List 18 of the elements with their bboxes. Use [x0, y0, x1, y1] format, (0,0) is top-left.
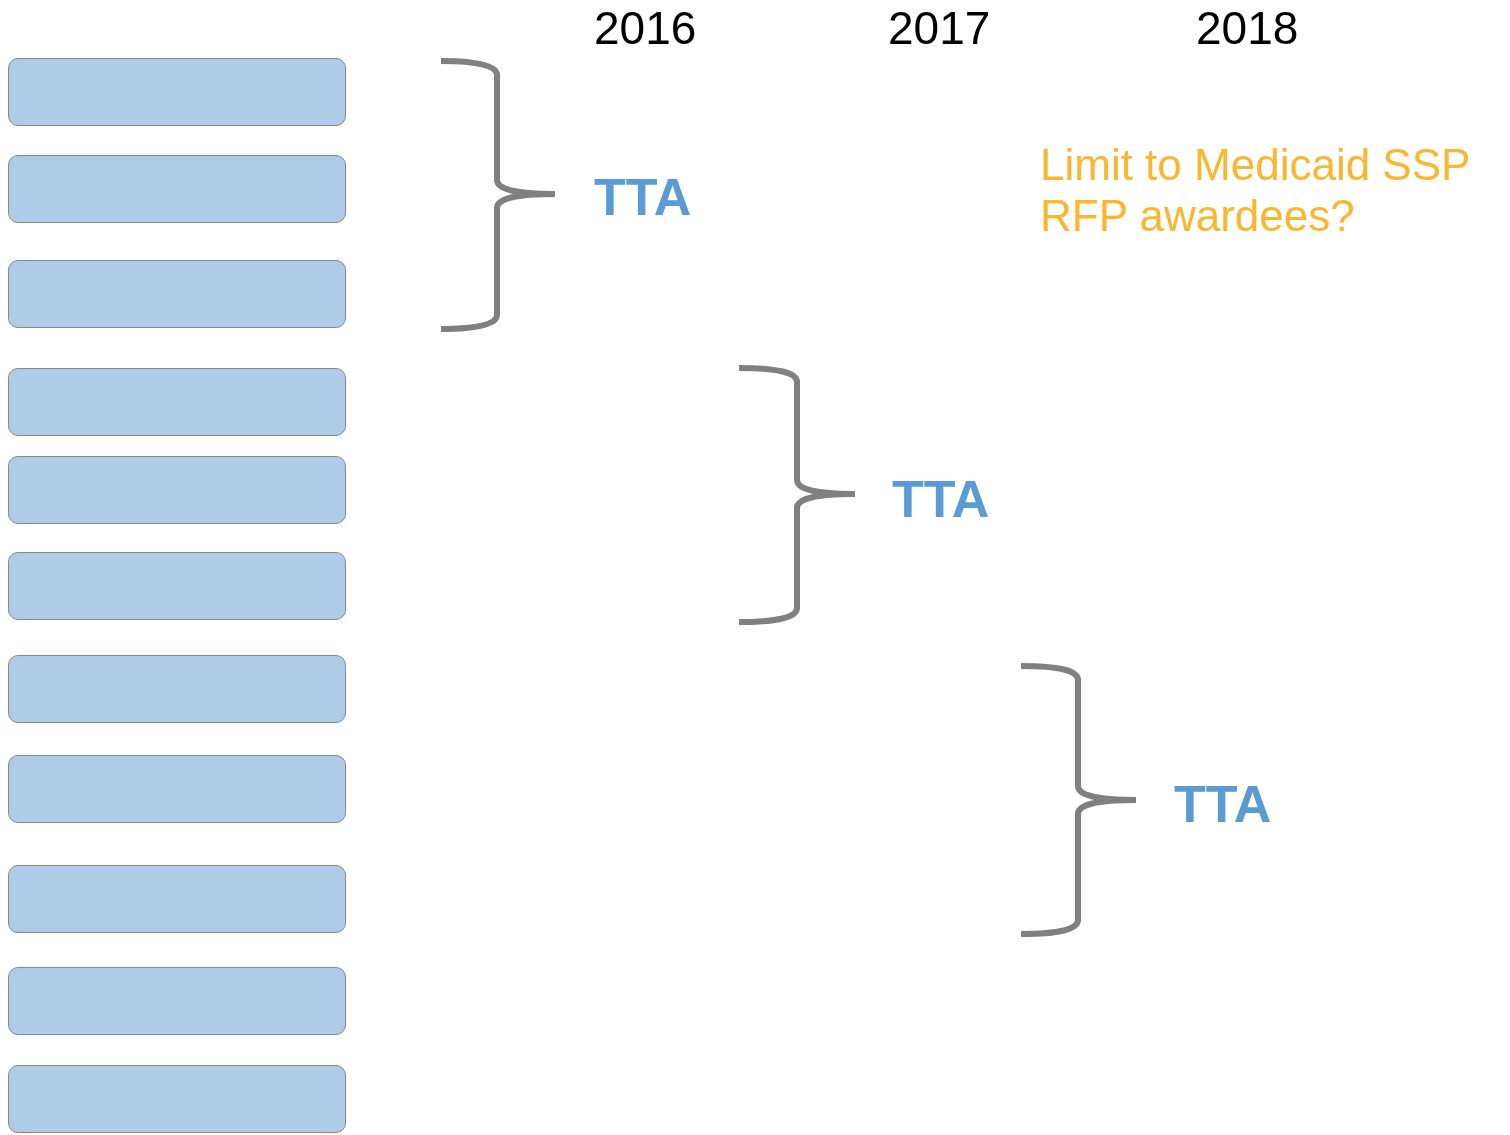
empty-box — [8, 155, 346, 223]
empty-box — [8, 260, 346, 328]
note-text: Limit to Medicaid SSP RFP awardees? — [1040, 140, 1471, 242]
year-label: 2017 — [888, 2, 991, 55]
group-label: TTA — [1174, 775, 1272, 835]
empty-box — [8, 865, 346, 933]
empty-box — [8, 967, 346, 1035]
group-label: TTA — [892, 470, 990, 530]
empty-box — [8, 755, 346, 823]
empty-box — [8, 1065, 346, 1133]
group-label: TTA — [594, 168, 692, 228]
empty-box — [8, 552, 346, 620]
empty-box — [8, 368, 346, 436]
year-label: 2016 — [594, 2, 697, 55]
empty-box — [8, 456, 346, 524]
year-label: 2018 — [1196, 2, 1299, 55]
empty-box — [8, 58, 346, 126]
empty-box — [8, 655, 346, 723]
